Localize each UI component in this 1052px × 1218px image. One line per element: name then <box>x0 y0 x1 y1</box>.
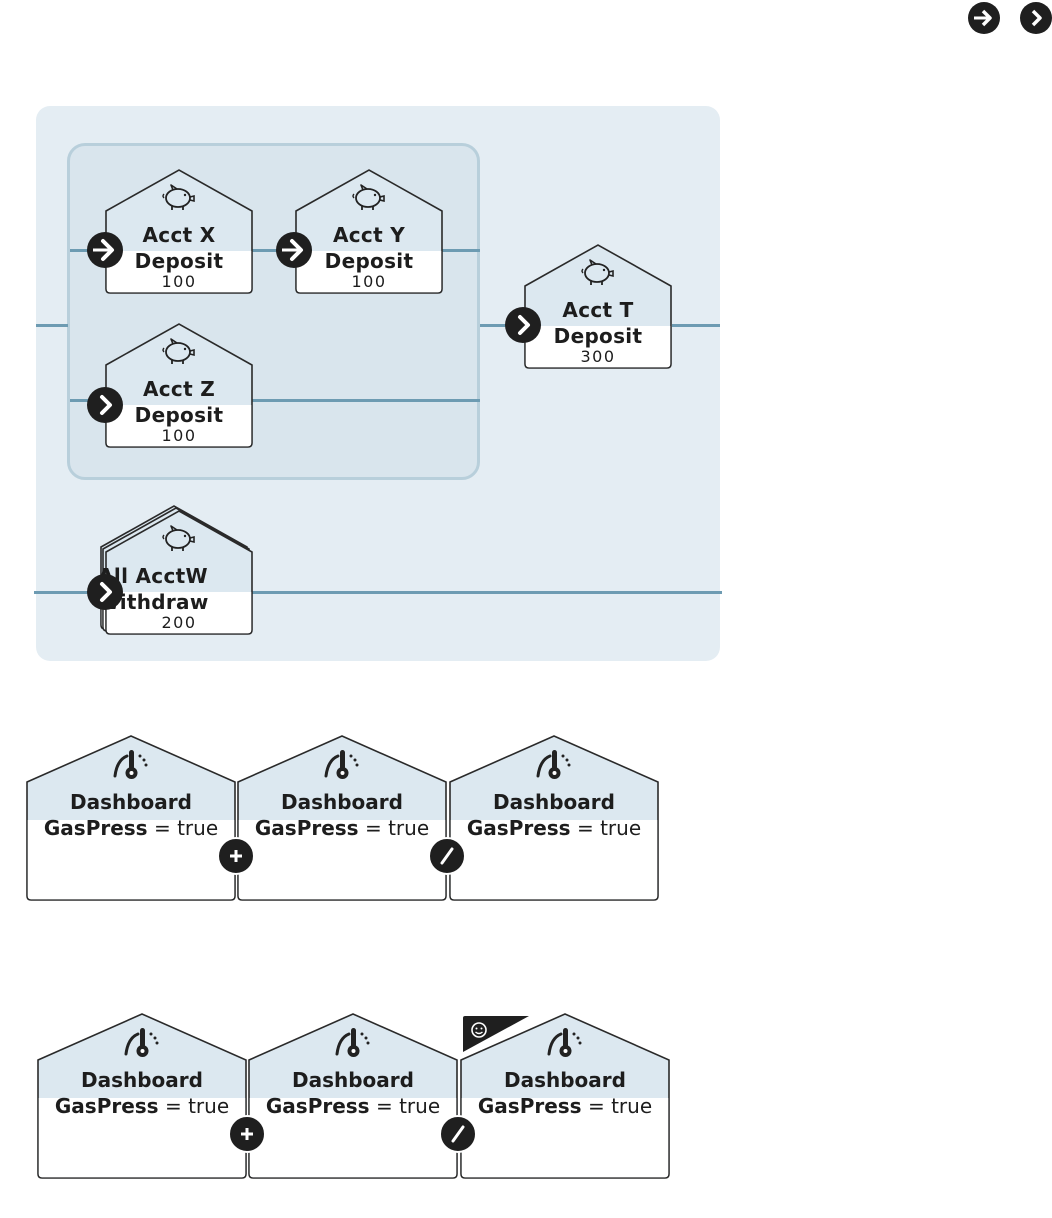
lane-line <box>672 324 720 327</box>
card-condition: GasPress = true <box>466 816 642 840</box>
node-action: Deposit <box>324 249 414 273</box>
arrow-right-icon[interactable] <box>87 232 123 268</box>
arrow-right-icon[interactable] <box>276 232 312 268</box>
piggy-bank-icon <box>161 524 197 552</box>
piggy-bank-icon <box>161 183 197 211</box>
card-condition: GasPress = true <box>54 1094 230 1118</box>
dashboard-card[interactable]: Dashboard GasPress = true <box>247 1012 459 1180</box>
node-action: Deposit <box>134 249 224 273</box>
node-action: Deposit <box>553 324 643 348</box>
node-amount: 100 <box>161 272 197 291</box>
plus-icon[interactable] <box>228 1115 266 1153</box>
card-condition: GasPress = true <box>477 1094 653 1118</box>
chevron-right-icon[interactable] <box>87 574 123 610</box>
dashboard-card[interactable]: Dashboard GasPress = true <box>25 734 237 902</box>
card-title: Dashboard <box>493 790 615 814</box>
node-name: Acct Y <box>333 223 405 247</box>
node-amount: 100 <box>351 272 387 291</box>
card-condition: GasPress = true <box>43 816 219 840</box>
lane-line <box>70 249 480 252</box>
dashboard-card[interactable]: Dashboard GasPress = true <box>236 734 448 902</box>
slash-icon[interactable] <box>428 837 466 875</box>
gauge-icon <box>322 748 364 782</box>
node-acct-t[interactable]: Acct T Deposit 300 <box>523 242 673 370</box>
lane-line <box>34 591 722 594</box>
node-action: Deposit <box>134 403 224 427</box>
card-title: Dashboard <box>81 1068 203 1092</box>
node-acct-y[interactable]: Acct Y Deposit 100 <box>294 167 444 295</box>
node-name: Acct Z <box>142 377 215 401</box>
gauge-icon <box>333 1026 375 1060</box>
card-title: Dashboard <box>504 1068 626 1092</box>
piggy-bank-icon <box>580 258 616 286</box>
dashboard-card[interactable]: Dashboard GasPress = true <box>459 1012 671 1180</box>
chevron-right-icon[interactable] <box>87 387 123 423</box>
node-amount: 200 <box>161 613 197 632</box>
node-name: Acct X <box>142 223 216 247</box>
plus-icon[interactable] <box>217 837 255 875</box>
chevron-right-icon[interactable] <box>505 307 541 343</box>
dashboard-card[interactable]: Dashboard GasPress = true <box>36 1012 248 1180</box>
lane-line <box>70 399 480 402</box>
lane-line <box>36 324 68 327</box>
node-acct-x[interactable]: Acct X Deposit 100 <box>104 167 254 295</box>
piggy-bank-icon <box>351 183 387 211</box>
smiley-icon <box>463 1016 529 1052</box>
card-title: Dashboard <box>281 790 403 814</box>
piggy-bank-icon <box>161 337 197 365</box>
card-title: Dashboard <box>292 1068 414 1092</box>
card-condition: GasPress = true <box>254 816 430 840</box>
chevron-right-icon <box>1020 2 1052 34</box>
node-all-acctw[interactable]: All AcctW Withdraw 200 <box>97 508 254 636</box>
arrow-right-icon <box>968 2 1000 34</box>
node-amount: 300 <box>580 347 616 366</box>
gauge-icon <box>111 748 153 782</box>
node-acct-z[interactable]: Acct Z Deposit 100 <box>104 321 254 449</box>
card-condition: GasPress = true <box>265 1094 441 1118</box>
dashboard-card[interactable]: Dashboard GasPress = true <box>448 734 660 902</box>
gauge-icon <box>545 1026 587 1060</box>
node-name: Acct T <box>562 298 634 322</box>
lane-line <box>480 324 524 327</box>
node-amount: 100 <box>161 426 197 445</box>
slash-icon[interactable] <box>439 1115 477 1153</box>
gauge-icon <box>122 1026 164 1060</box>
gauge-icon <box>534 748 576 782</box>
card-title: Dashboard <box>70 790 192 814</box>
